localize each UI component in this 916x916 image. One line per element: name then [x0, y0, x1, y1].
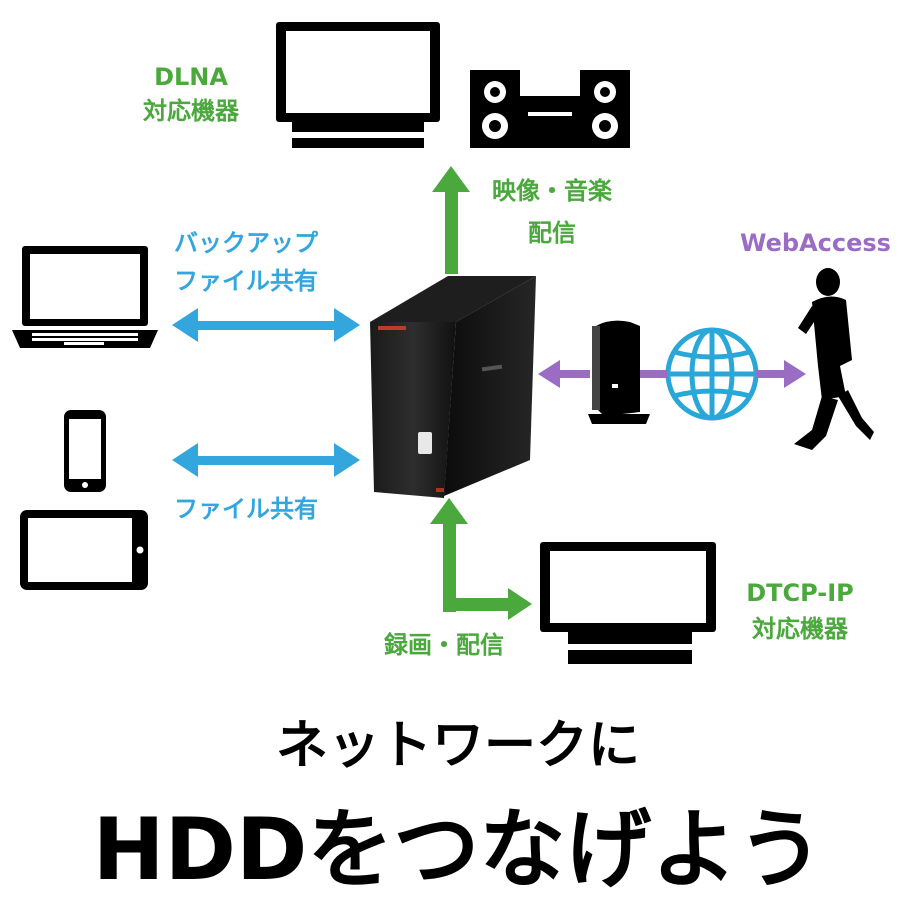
headline-line1: ネットワークに: [275, 716, 640, 776]
stereo-icon: [470, 70, 630, 148]
person-icon: [794, 268, 874, 450]
dlna-label-line1: DLNA: [154, 63, 228, 91]
headline-line2: HDDをつなげよう: [92, 800, 824, 900]
backup-label-line2: ファイル共有: [174, 267, 318, 295]
backup-label-line1: バックアップ: [174, 229, 318, 257]
laptop-icon: [12, 246, 158, 348]
tablet-icon: [20, 510, 148, 590]
dlna-label-line2: 対応機器: [143, 97, 239, 125]
record-label: 録画・配信: [384, 631, 504, 659]
backup-arrow: [172, 308, 360, 342]
stream-label-line2: 配信: [528, 219, 576, 247]
tv-icon: [276, 22, 440, 148]
smartphone-icon: [64, 410, 106, 492]
webaccess-label: WebAccess: [740, 229, 891, 257]
stream-label-line1: 映像・音楽: [492, 177, 612, 205]
fileshare-arrow: [172, 443, 360, 477]
record-arrow: [430, 498, 532, 620]
globe-icon: [665, 327, 759, 421]
stream-arrow: [432, 166, 470, 274]
monitor-icon: [540, 542, 716, 664]
hdd-nas-icon: [370, 276, 536, 498]
dtcp-label-line1: DTCP-IP: [746, 579, 854, 607]
webaccess-arrow: [538, 360, 806, 388]
fileshare-label: ファイル共有: [174, 495, 318, 523]
router-icon: [588, 320, 650, 424]
dtcp-label-line2: 対応機器: [752, 615, 848, 643]
